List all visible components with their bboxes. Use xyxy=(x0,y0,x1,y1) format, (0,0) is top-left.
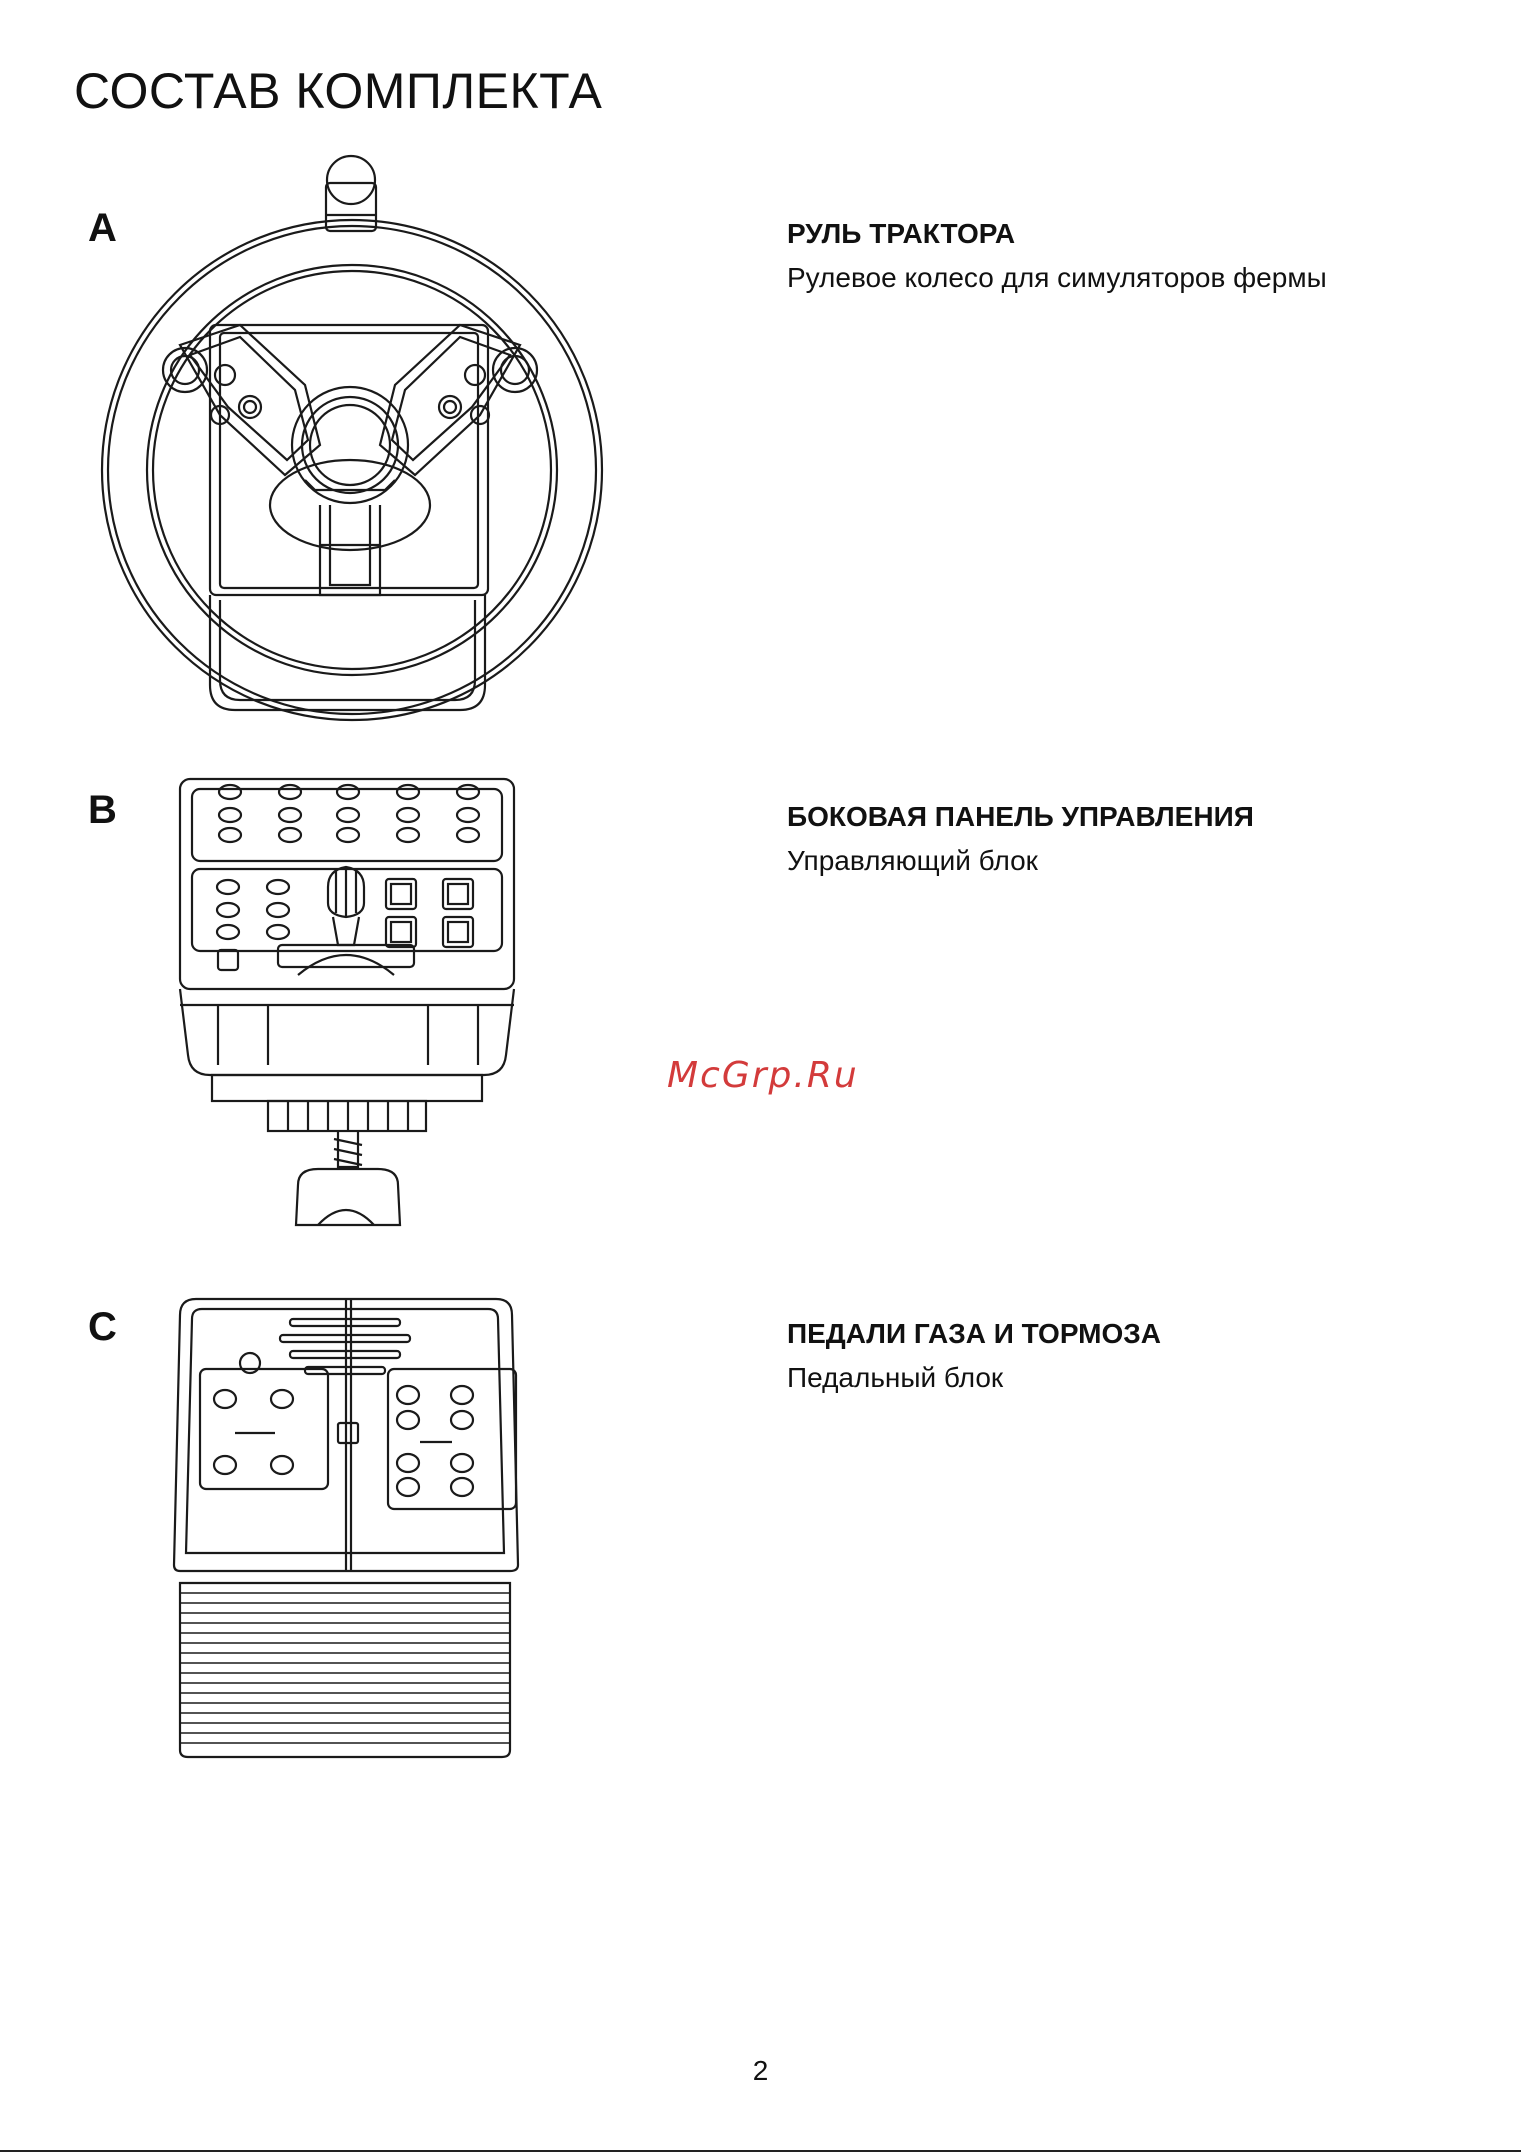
page-number: 2 xyxy=(0,2055,1521,2087)
watermark: McGrp.Ru xyxy=(667,1055,859,1096)
side-control-panel-icon xyxy=(178,775,518,1235)
item-a-description: Рулевое колесо для симуляторов фермы xyxy=(787,262,1327,294)
item-c-title: ПЕДАЛИ ГАЗА И ТОРМОЗА xyxy=(787,1318,1161,1350)
item-c-letter: C xyxy=(88,1305,117,1350)
footer-rule xyxy=(0,2150,1521,2152)
pedals-icon xyxy=(170,1295,520,1765)
item-b-title: БОКОВАЯ ПАНЕЛЬ УПРАВЛЕНИЯ xyxy=(787,801,1254,833)
item-c-description: Педальный блок xyxy=(787,1362,1003,1394)
item-b-letter: B xyxy=(88,788,117,833)
steering-wheel-icon xyxy=(90,145,620,725)
item-b-description: Управляющий блок xyxy=(787,845,1038,877)
item-a-title: РУЛЬ ТРАКТОРА xyxy=(787,218,1015,250)
page-title: СОСТАВ КОМПЛЕКТА xyxy=(74,62,602,120)
